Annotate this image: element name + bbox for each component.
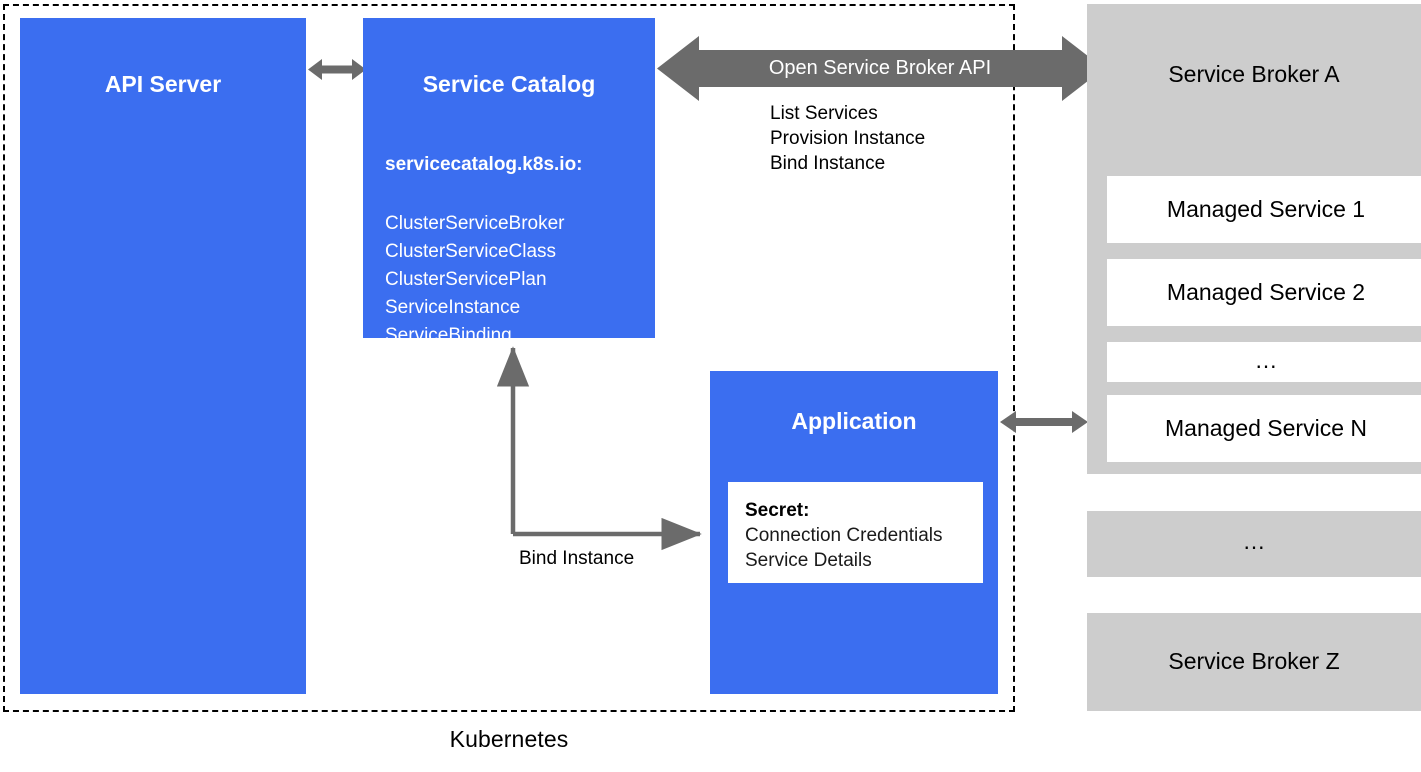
- resource-item: ServiceBinding: [385, 325, 512, 346]
- osb-operation-item: Provision Instance: [770, 128, 926, 149]
- osb-operation-item: Bind Instance: [770, 153, 886, 174]
- service-broker-z-title: Service Broker Z: [1168, 648, 1340, 674]
- service-broker-z-box[interactable]: Service Broker Z: [1087, 613, 1421, 711]
- service-catalog-title: Service Catalog: [422, 71, 596, 97]
- managed-service-item[interactable]: Managed Service 1: [1107, 176, 1421, 243]
- service-broker-a-title: Service Broker A: [1168, 61, 1340, 87]
- api-server-service-catalog-arrow: [308, 59, 366, 80]
- service-broker-ellipsis-label: …: [1242, 528, 1266, 554]
- resource-item: ClusterServiceBroker: [385, 213, 565, 234]
- secret-line: Connection Credentials: [745, 525, 943, 546]
- secret-content: Secret: Connection Credentials Service D…: [745, 498, 943, 573]
- service-catalog-resource-list: ClusterServiceBroker ClusterServiceClass…: [385, 210, 565, 350]
- api-server-title: API Server: [104, 71, 222, 97]
- osb-operations-list: List Services Provision Instance Bind In…: [770, 101, 925, 176]
- secret-title: Secret:: [745, 500, 810, 521]
- open-service-broker-api-arrow: [657, 36, 1104, 101]
- service-broker-ellipsis-box: …: [1087, 511, 1421, 577]
- kubernetes-boundary: [3, 4, 1015, 712]
- service-catalog-box[interactable]: Service Catalog servicecatalog.k8s.io: C…: [363, 18, 655, 346]
- secret-line: Service Details: [745, 550, 872, 571]
- application-managed-service-arrow: [1000, 411, 1088, 433]
- resource-item: ServiceInstance: [385, 297, 521, 318]
- managed-service-label: …: [1254, 347, 1278, 373]
- application-box[interactable]: Application Secret: Connection Credentia…: [710, 371, 998, 694]
- service-broker-a-box[interactable]: Service Broker A Managed Service 1 Manag…: [1087, 4, 1421, 474]
- managed-service-label: Managed Service 2: [1166, 279, 1366, 305]
- api-server-box[interactable]: API Server: [20, 18, 306, 694]
- managed-service-item[interactable]: …: [1107, 342, 1421, 382]
- osb-operation-item: List Services: [770, 103, 878, 124]
- bind-instance-label: Bind Instance: [519, 548, 635, 569]
- managed-service-item[interactable]: Managed Service 2: [1107, 259, 1421, 326]
- resource-item: ClusterServiceClass: [385, 241, 557, 262]
- application-title: Application: [791, 408, 917, 434]
- bind-instance-arrow: [496, 346, 702, 551]
- resource-item: ClusterServicePlan: [385, 269, 547, 290]
- kubernetes-boundary-label: Kubernetes: [449, 726, 569, 752]
- service-catalog-api-group: servicecatalog.k8s.io:: [385, 154, 583, 175]
- managed-service-label: Managed Service N: [1165, 415, 1367, 441]
- managed-service-item[interactable]: Managed Service N: [1107, 395, 1421, 462]
- secret-box[interactable]: Secret: Connection Credentials Service D…: [728, 482, 983, 583]
- managed-service-label: Managed Service 1: [1166, 196, 1366, 222]
